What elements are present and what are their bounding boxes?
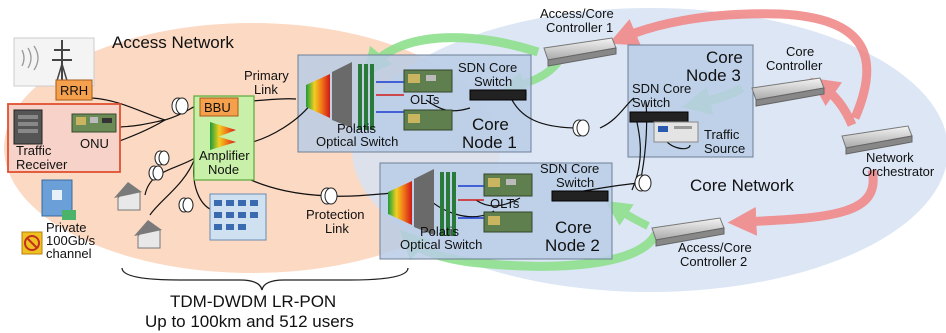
caption-line-2: Up to 100km and 512 users [145, 312, 354, 331]
office-building-icon [41, 179, 76, 220]
sdn-core-switch-1-label: SDN Core Switch [458, 60, 521, 89]
amplifier-icon [210, 122, 236, 140]
rrh-tower-icon [13, 37, 95, 87]
sdn-core-switch-2-icon [551, 190, 609, 202]
apartment-building-icon [209, 193, 267, 241]
polatis-switch-1-icon [306, 62, 404, 130]
orchestration-arrow-controller1 [608, 9, 872, 120]
lr-pon-brace [121, 267, 409, 291]
network-orchestrator-server-icon [841, 125, 913, 155]
primary-link-label: Primary Link [244, 68, 292, 97]
olt-board-1-icon [403, 69, 453, 131]
sdn-core-switch-3-icon [629, 111, 689, 123]
polatis-switch-1-label: Polatis Optical Switch [316, 121, 398, 149]
rrh-label: RRH [60, 83, 88, 98]
access-core-controller-1-label: Access/Core Controller 1 [540, 6, 617, 35]
olt-board-2-icon [483, 173, 533, 233]
olts-1-label: OLTs [410, 92, 440, 107]
protection-link-label: Protection Link [306, 207, 368, 236]
access-network-label: Access Network [112, 33, 234, 52]
network-orchestrator-label: Network Orchestrator [862, 150, 935, 179]
control-arrow-controller2-switch2 [605, 200, 650, 230]
access-core-controller-2-server-icon [651, 217, 725, 247]
access-core-controller-2-label: Access/Core Controller 2 [678, 240, 755, 269]
sdn-core-switch-3-label: SDN Core Switch [632, 81, 695, 110]
polatis-switch-2-icon [388, 169, 484, 236]
rrh-box [55, 79, 93, 101]
sdn-core-switch-2-label: SDN Core Switch [540, 161, 603, 190]
access-core-controller-1-server-icon [543, 37, 617, 67]
core-controller-server-icon [751, 77, 825, 107]
private-channel-label: Private 100Gb/s channel [46, 220, 99, 261]
bbu-label: BBU [204, 100, 231, 115]
orchestration-arrow-core-controller [810, 77, 857, 127]
core-node-1-label: Core Node 1 [462, 115, 517, 152]
core-node-3-label: Core Node 3 [686, 48, 748, 85]
core-node-2-label: Core Node 2 [545, 218, 600, 255]
traffic-source-label: Traffic Source [704, 127, 745, 156]
bbu-box [199, 97, 239, 117]
traffic-receiver-device-icon [13, 109, 43, 145]
polatis-switch-2-label: Polatis Optical Switch [400, 224, 482, 252]
sdn-core-switch-1-icon [469, 89, 527, 101]
onu-board-icon [71, 113, 117, 133]
traffic-source-device-icon [653, 121, 699, 143]
fibre-coils [148, 97, 652, 213]
house-icon [114, 182, 142, 211]
core-controller-label: Core Controller [766, 44, 823, 73]
amplifier-node-label: Amplifier Node [199, 148, 253, 177]
house-icon [134, 220, 162, 249]
orchestration-arrow-controller2 [727, 169, 878, 236]
core-network-label: Core Network [690, 176, 794, 195]
olts-2-label: OLTs [490, 196, 520, 211]
caption-line-1: TDM-DWDM LR-PON [170, 292, 336, 311]
onu-label: ONU [80, 136, 109, 151]
private-channel-icon [21, 231, 43, 255]
traffic-receiver-label: Traffic Receiver [16, 143, 68, 172]
amplifier-icon [210, 134, 236, 150]
